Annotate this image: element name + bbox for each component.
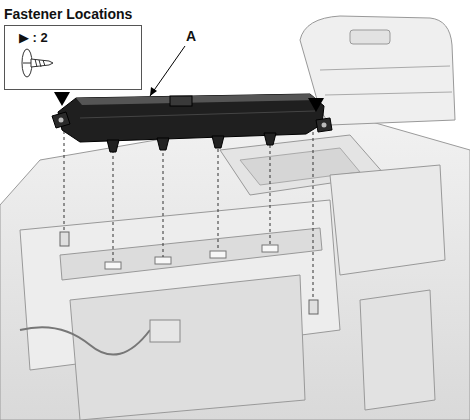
legend-heading: Fastener Locations [4,6,142,22]
fastener-count: ▶ : 2 [19,30,133,45]
legend-frame: ▶ : 2 [4,25,142,90]
screw-icon [19,45,53,85]
fastener-legend-box: Fastener Locations ▶ : 2 [4,6,142,90]
part-callout: A [184,28,198,44]
